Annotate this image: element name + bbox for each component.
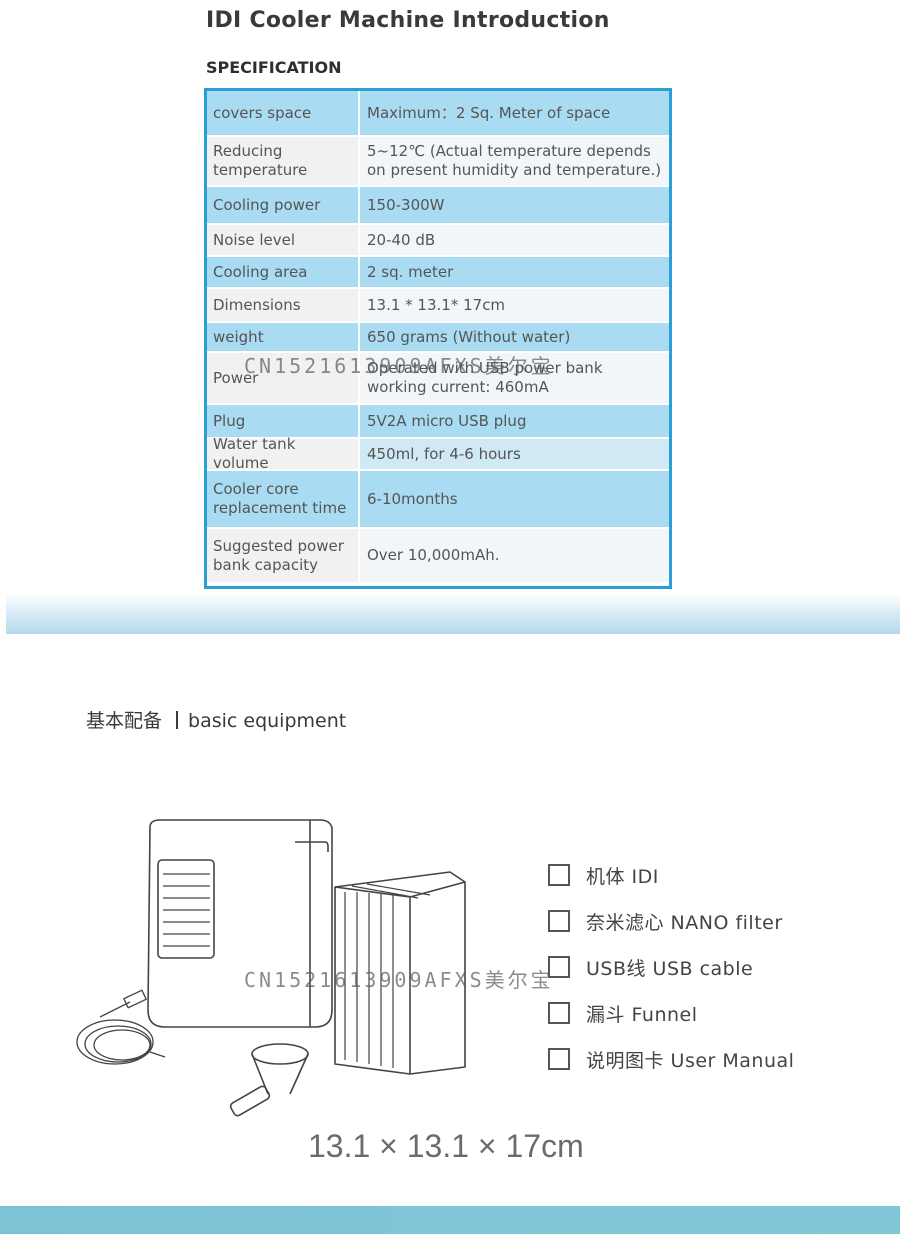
checklist-item-label: USB线 USB cable xyxy=(586,957,754,980)
spec-key: Plug xyxy=(207,405,360,437)
checklist-item: 漏斗 Funnel xyxy=(548,990,794,1036)
spec-key: Reducing temperature xyxy=(207,137,360,185)
equipment-heading-cn: 基本配备 xyxy=(86,710,163,732)
spec-value: 5~12℃ (Actual temperature depends on pre… xyxy=(360,137,669,185)
spec-value: 5V2A micro USB plug xyxy=(360,405,669,437)
heading-separator xyxy=(176,711,179,729)
wave-divider xyxy=(6,594,900,634)
spec-value: 150-300W xyxy=(360,187,669,223)
checklist-item-label: 奈米滤心 NANO filter xyxy=(586,911,783,934)
watermark: CN1521613909AFXS美尔宝 xyxy=(244,968,554,992)
spec-key: Noise level xyxy=(207,225,360,255)
spec-key: Suggested power bank capacity xyxy=(207,529,360,582)
nano-filter-illustration xyxy=(334,871,466,1075)
checkbox[interactable] xyxy=(548,910,570,932)
spec-key: Cooler core replacement time xyxy=(207,471,360,527)
watermark: CN1521613909AFXS美尔宝 xyxy=(244,354,554,378)
spec-value: 450ml, for 4-6 hours xyxy=(360,439,669,469)
checkbox[interactable] xyxy=(548,1048,570,1070)
equipment-illustration xyxy=(76,819,466,1117)
section-subtitle: SPECIFICATION xyxy=(206,58,342,77)
usb-cable-illustration xyxy=(76,989,166,1065)
checklist-item-label: 机体 IDI xyxy=(586,865,659,888)
equipment-heading-en: basic equipment xyxy=(188,710,347,732)
spec-value: 650 grams (Without water) xyxy=(360,323,669,351)
dimension-label: 13.1 × 13.1 × 17cm xyxy=(308,1128,584,1164)
spec-key: Dimensions xyxy=(207,289,360,321)
spec-key: covers space xyxy=(207,91,360,135)
equipment-heading: 基本配备 basic equipment xyxy=(86,706,346,733)
spec-key: weight xyxy=(207,323,360,351)
specification-section: IDI Cooler Machine Introduction SPECIFIC… xyxy=(6,8,900,634)
checkbox[interactable] xyxy=(548,956,570,978)
spec-value: Over 10,000mAh. xyxy=(360,529,669,582)
spec-key: Power xyxy=(207,353,360,403)
spec-key: Water tank volume xyxy=(207,435,360,472)
spec-value: 20-40 dB xyxy=(360,225,669,255)
bottom-bar xyxy=(0,1206,900,1234)
checkbox[interactable] xyxy=(548,864,570,886)
checklist-item: 机体 IDI xyxy=(548,852,794,898)
checklist-item: 说明图卡 User Manual xyxy=(548,1036,794,1082)
spec-value: 2 sq. meter xyxy=(360,257,669,287)
checklist-item-label: 漏斗 Funnel xyxy=(586,1003,698,1026)
funnel-illustration xyxy=(229,1043,309,1117)
checkbox[interactable] xyxy=(548,1002,570,1024)
spec-key: Cooling area xyxy=(207,257,360,287)
spec-value: 6-10months xyxy=(360,471,669,527)
page-title: IDI Cooler Machine Introduction xyxy=(206,8,610,33)
spec-value: 13.1 * 13.1* 17cm xyxy=(360,289,669,321)
cooler-body-illustration xyxy=(147,819,333,1028)
spec-value: Maximum：2 Sq. Meter of space xyxy=(360,91,669,135)
checklist-item: USB线 USB cable xyxy=(548,944,794,990)
spec-key: Cooling power xyxy=(207,187,360,223)
checklist-item: 奈米滤心 NANO filter xyxy=(548,898,794,944)
checklist-item-label: 说明图卡 User Manual xyxy=(586,1049,795,1072)
spec-value: Operated with USB power bank working cur… xyxy=(360,353,669,403)
